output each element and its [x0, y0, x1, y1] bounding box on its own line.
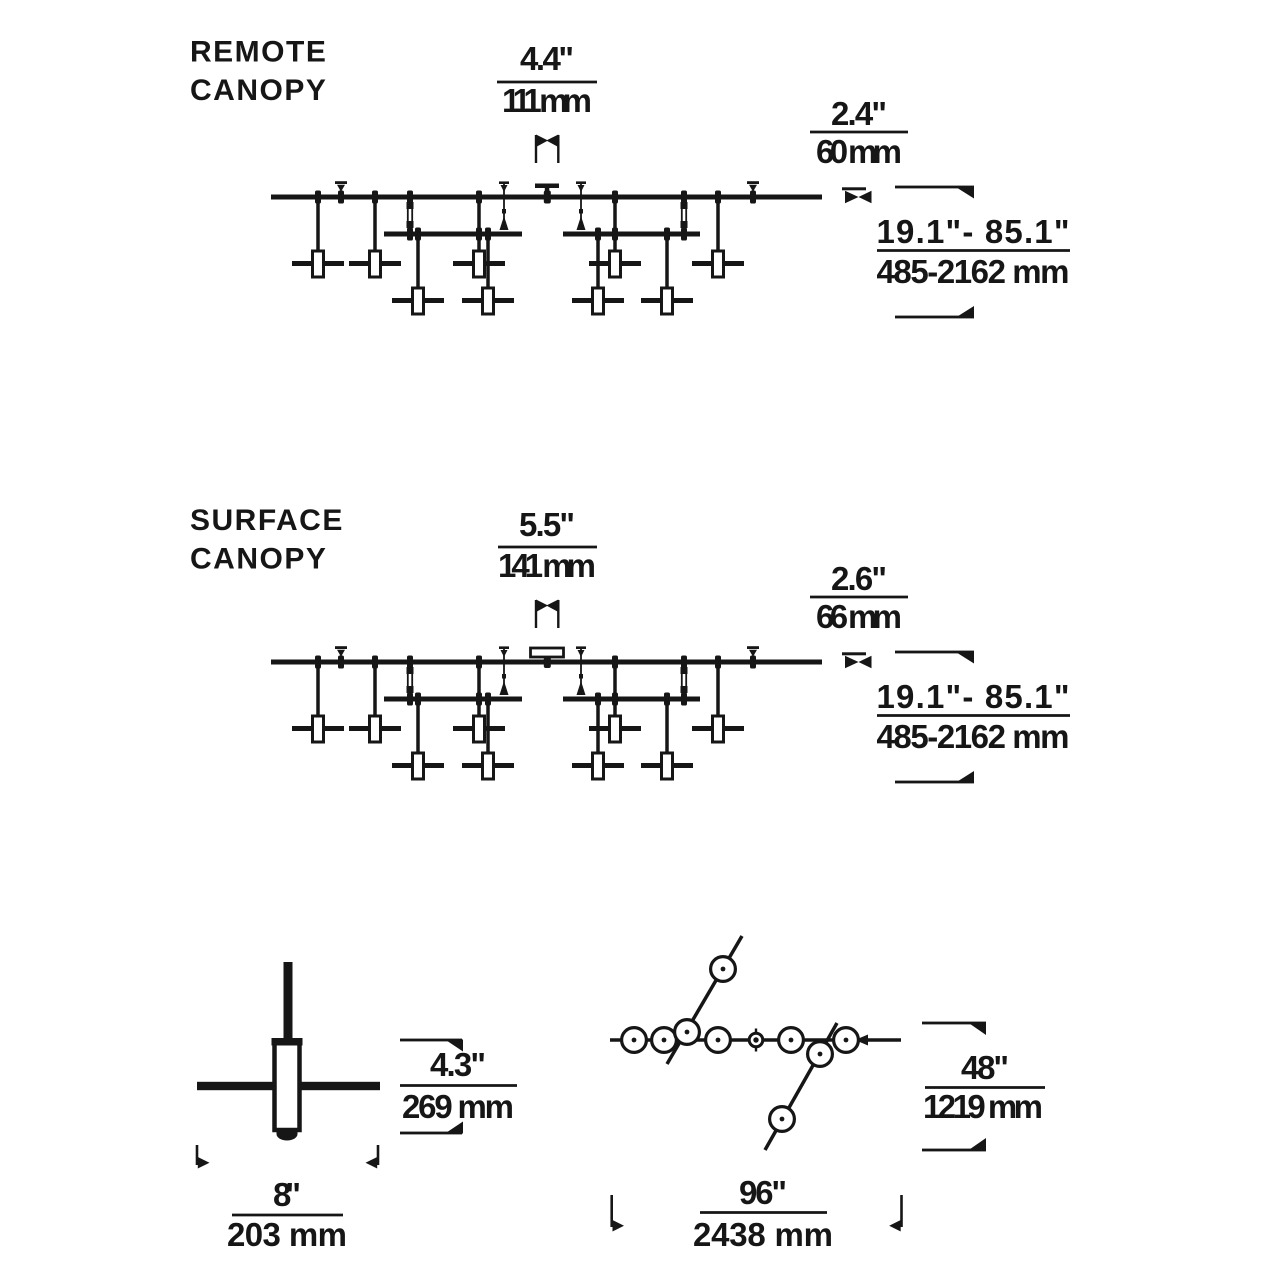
- surface-canopy-shape: [529, 646, 565, 668]
- remote-rail-height-inches: 2.4": [831, 95, 887, 132]
- dimension-corner-marker: [610, 1195, 903, 1232]
- plan-length-mm: 2438 mm: [693, 1216, 833, 1253]
- remote-rail-height-mm: 60 mm: [816, 133, 902, 170]
- surface-drop-range-inches: 19.1"- 85.1": [877, 678, 1070, 715]
- section-remote-canopy: REMOTE CANOPY 4.4" 111 mm 2.4" 60 mm 19.…: [190, 36, 1070, 319]
- remote-canopy-width-inches: 4.4": [520, 40, 574, 77]
- pendant-height-mm: 269 mm: [402, 1088, 514, 1125]
- dimension-arrow: [400, 1038, 463, 1135]
- remote-canopy-shape: [535, 183, 559, 204]
- plan-depth-inches: 48": [961, 1049, 1009, 1086]
- plan-length-inches: 96": [739, 1174, 787, 1211]
- section-surface-canopy: SURFACE CANOPY 5.5" 141 mm 2.6" 66 mm 19…: [190, 504, 1070, 784]
- dimension-corner-marker: [195, 1145, 380, 1169]
- pendant-width-inches: 8": [273, 1176, 301, 1213]
- flag-marker-icon: [534, 598, 560, 630]
- surface-title-line1: SURFACE: [190, 504, 344, 537]
- pendant-width-mm: 203 mm: [227, 1216, 347, 1253]
- surface-rail-height-inches: 2.6": [831, 560, 887, 597]
- plan-view-drawing: [610, 935, 901, 1151]
- remote-drop-range-inches: 19.1"- 85.1": [877, 213, 1070, 250]
- surface-title-line2: CANOPY: [190, 543, 327, 576]
- section-plan-view: 48" 1219 mm 96" 2438 mm: [610, 935, 1045, 1253]
- pendant-height-inches: 4.3": [430, 1046, 486, 1083]
- center-feed-crosshair-icon: [744, 1028, 768, 1052]
- rail-gauge-marker-icon: [842, 650, 974, 784]
- surface-drop-range-mm: 485-2162 mm: [877, 718, 1070, 755]
- remote-drop-range-mm: 485-2162 mm: [877, 253, 1070, 290]
- surface-canopy-width-mm: 141 mm: [498, 547, 596, 584]
- rail-gauge-marker-icon: [842, 185, 974, 319]
- section-pendant-detail: 4.3" 269 mm 8" 203 mm: [195, 962, 517, 1253]
- plan-depth-mm: 1219 mm: [923, 1088, 1043, 1125]
- remote-title-line2: CANOPY: [190, 74, 327, 107]
- dimension-arrow: [922, 1021, 986, 1152]
- surface-canopy-width-inches: 5.5": [519, 506, 575, 543]
- remote-canopy-width-mm: 111 mm: [502, 82, 592, 119]
- surface-rail-height-mm: 66 mm: [816, 598, 902, 635]
- flag-marker-icon: [534, 133, 560, 165]
- pendant-detail-drawing: [197, 962, 380, 1141]
- remote-title-line1: REMOTE: [190, 36, 327, 69]
